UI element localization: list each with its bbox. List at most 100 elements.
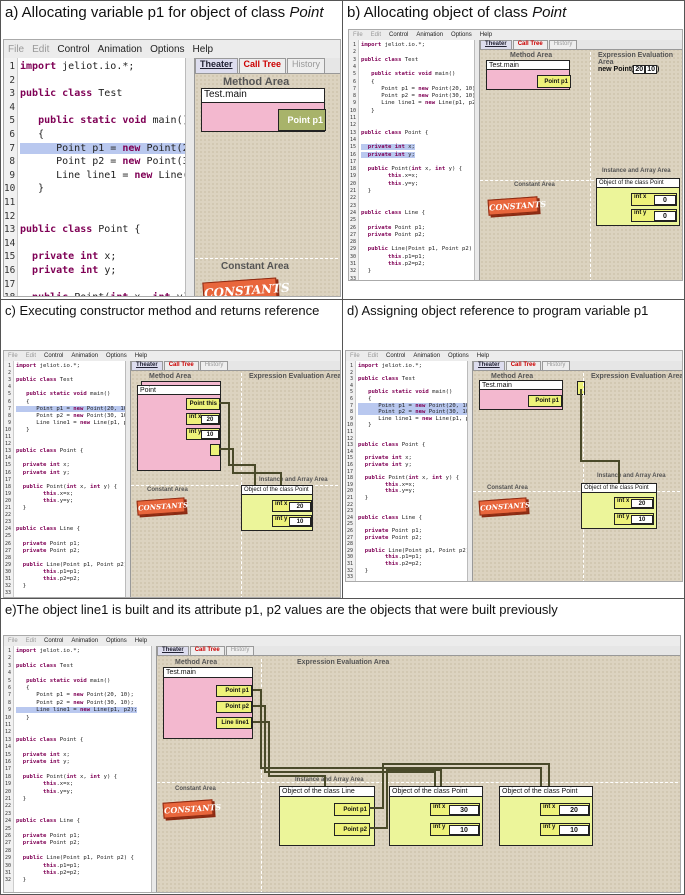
field-p1: Point p1 [334, 803, 370, 816]
code-line: Line line1 = new Line(p1, p2); [16, 419, 125, 426]
menu-file[interactable]: File [8, 353, 18, 359]
line-number: 21 [4, 505, 11, 511]
line-number: 9 [7, 419, 11, 426]
constants-box: CONSTANTS [487, 196, 546, 216]
line-number: 4 [7, 670, 11, 677]
line-number: 17 [4, 766, 11, 773]
code-line: { [361, 78, 375, 85]
tab-history[interactable]: History [225, 646, 255, 655]
method-area-label: Method Area [491, 373, 534, 380]
panel-d: d) Assigning object reference to program… [342, 299, 685, 599]
line-number: 7 [349, 402, 353, 409]
line-number: 16 [4, 469, 11, 476]
code-line: import jeliot.io.*; [20, 61, 135, 72]
menu-control[interactable]: Control [386, 353, 406, 359]
tab-theater[interactable]: Theater [195, 58, 238, 73]
area-divider [480, 180, 682, 181]
tab-call-tree[interactable]: Call Tree [238, 58, 287, 73]
menu-edit[interactable]: Edit [32, 43, 50, 55]
tab-theater[interactable]: Theater [473, 361, 505, 370]
line-number: 27 [4, 547, 11, 554]
menu-file[interactable]: File [353, 32, 363, 38]
wire-this [219, 402, 256, 485]
menu-options[interactable]: Options [448, 353, 469, 359]
menu-animation[interactable]: Animation [97, 43, 143, 55]
code-line: public class Point { [20, 224, 141, 236]
code-line: import jeliot.io.*; [16, 363, 80, 369]
tab-theater[interactable]: Theater [131, 361, 163, 370]
menu-edit[interactable]: Edit [367, 353, 379, 359]
line-number: 10 [349, 107, 356, 114]
line-number: 21 [346, 495, 353, 501]
menu-file[interactable]: File [350, 353, 360, 359]
menu-file[interactable]: File [8, 638, 18, 644]
tab-call-tree[interactable]: Call Tree [163, 361, 199, 370]
reference-wires [219, 402, 282, 485]
code-line: this.y=y; [384, 488, 416, 495]
line-number: 9 [7, 707, 11, 714]
line-number: 15 [346, 455, 353, 462]
code-line: public class Line { [16, 526, 81, 533]
area-divider [590, 52, 591, 280]
line-number: 21 [4, 796, 11, 802]
code-line: } [358, 422, 372, 429]
tab-history[interactable]: History [199, 361, 229, 370]
line-number: 2 [9, 74, 15, 86]
menu-control[interactable]: Control [44, 638, 64, 644]
menu-control[interactable]: Control [389, 32, 409, 38]
tab-history[interactable]: History [541, 361, 571, 370]
menu-animation[interactable]: Animation [71, 353, 99, 359]
line-number: 2 [352, 49, 356, 56]
menu-help[interactable]: Help [479, 32, 493, 38]
menu-file[interactable]: File [8, 43, 25, 55]
menu-animation[interactable]: Animation [413, 353, 441, 359]
tab-theater[interactable]: Theater [157, 646, 189, 655]
menu-options[interactable]: Options [106, 638, 127, 644]
code-line: private Point p2; [364, 534, 423, 541]
line-number: 23 [349, 202, 356, 209]
menu-help[interactable]: Help [134, 638, 148, 644]
tab-history[interactable]: History [287, 58, 326, 73]
code-editor[interactable]: 123456789101112131415161718192021import … [4, 58, 186, 296]
menu-edit[interactable]: Edit [25, 353, 37, 359]
code-line: Line line1 = new Line(p1, p2); [358, 415, 467, 422]
menu-animation[interactable]: Animation [416, 32, 444, 38]
code-line: public Point(int x, int y) { [367, 166, 463, 173]
line-number: 3 [352, 56, 356, 63]
area-divider [261, 659, 262, 892]
tab-theater[interactable]: Theater [480, 40, 512, 49]
menu-help[interactable]: Help [476, 353, 490, 359]
line-number: 23 [346, 508, 353, 515]
constant-area-label: Constant Area [175, 786, 216, 792]
line-number: 5 [349, 389, 353, 396]
tab-call-tree[interactable]: Call Tree [512, 40, 548, 49]
constant-area-label: Constant Area [221, 261, 289, 272]
menu-options[interactable]: Options [106, 353, 127, 359]
menu-control[interactable]: Control [57, 43, 90, 55]
tab-call-tree[interactable]: Call Tree [505, 361, 541, 370]
menu-help[interactable]: Help [192, 43, 214, 55]
code-line: private Point p1; [367, 224, 426, 231]
code-line: Line line1 = new Line(p1, p2); [361, 100, 475, 107]
code-line: } [361, 268, 372, 275]
code-line: this.y=y; [387, 180, 419, 187]
expression-area-label: Expression Evaluation Area [591, 373, 683, 380]
line-number: 2 [7, 655, 11, 662]
menu-control[interactable]: Control [44, 353, 64, 359]
code-line: this.p2=p2; [42, 870, 81, 876]
tab-history[interactable]: History [548, 40, 578, 49]
tab-call-tree[interactable]: Call Tree [189, 646, 225, 655]
menu-edit[interactable]: Edit [25, 638, 37, 644]
menu-help[interactable]: Help [134, 353, 148, 359]
method-area-label: Method Area [149, 373, 192, 380]
menu-edit[interactable]: Edit [370, 32, 382, 38]
menu-options[interactable]: Options [451, 32, 472, 38]
code-line: public class Point { [16, 736, 84, 743]
menu-animation[interactable]: Animation [71, 638, 99, 644]
menu-options[interactable]: Options [150, 43, 185, 55]
